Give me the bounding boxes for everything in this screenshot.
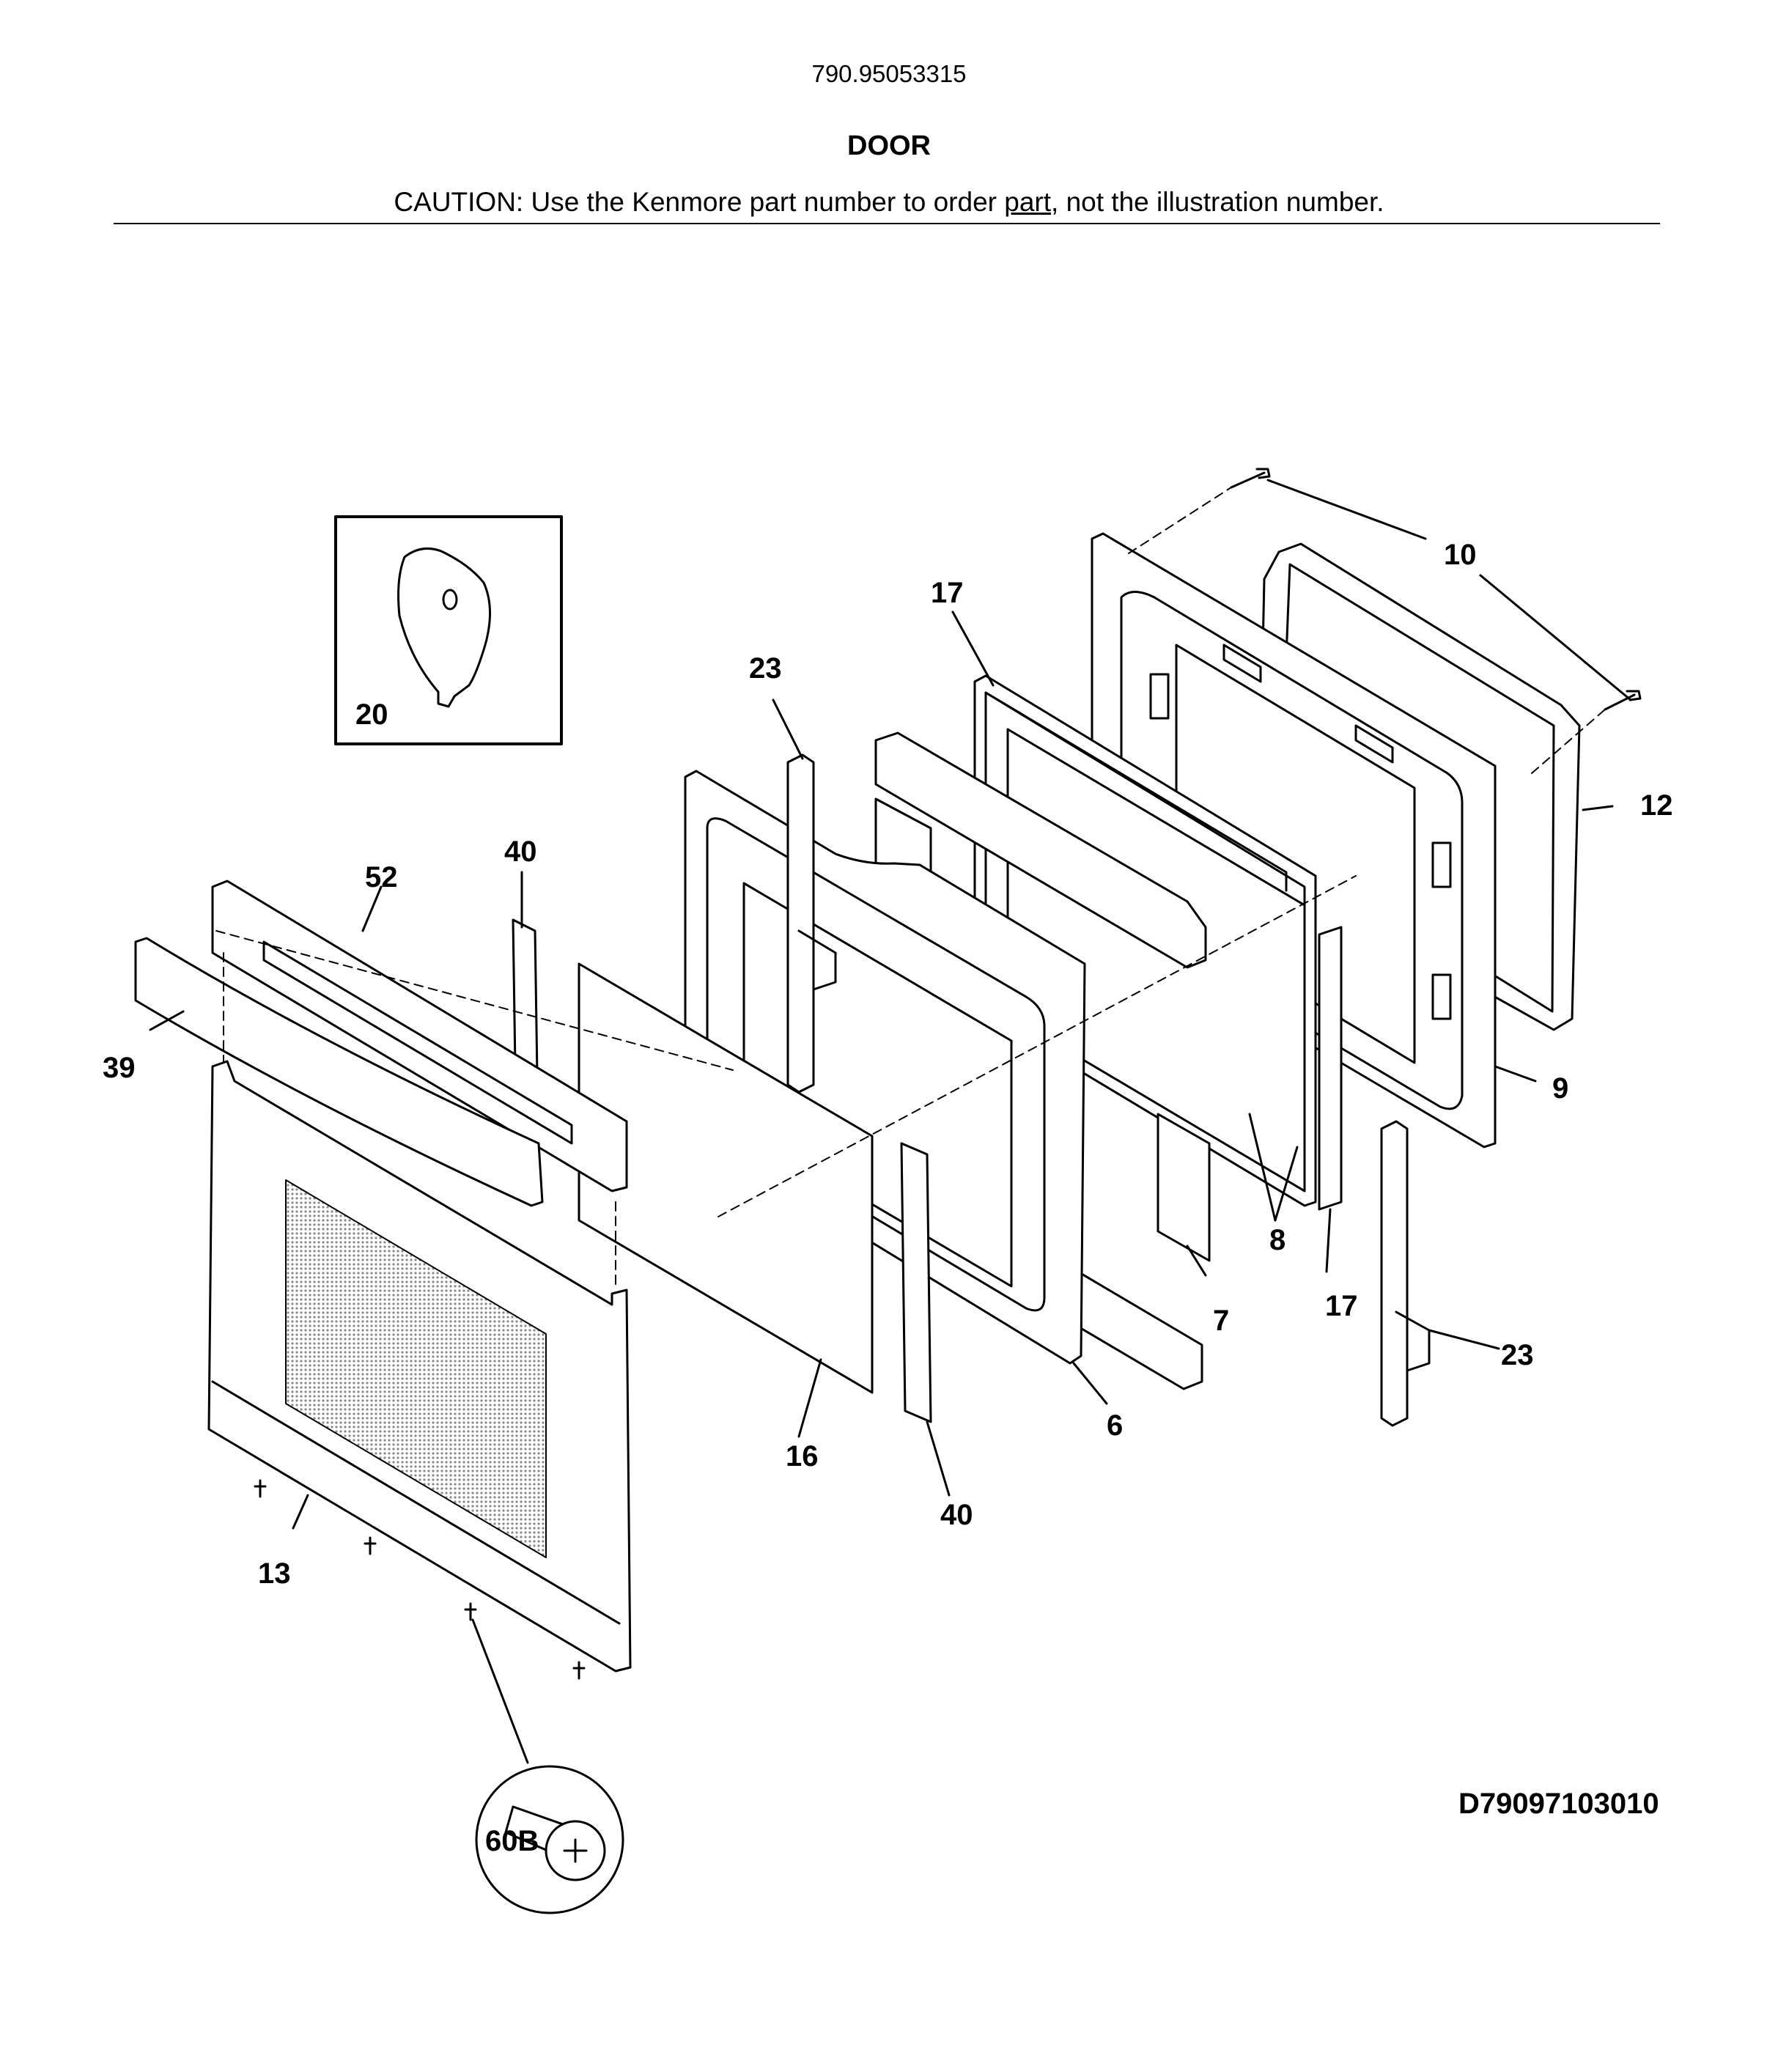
caution-text-end: , not the illustration number. [1051,187,1384,217]
callout-10: 10 [1444,539,1477,571]
part-17-glass-channel-bottom [1318,926,1343,1211]
callout-6: 6 [1107,1409,1123,1442]
model-number: 790.95053315 [811,60,967,87]
callout-17-top: 17 [931,577,964,609]
part-40-bracket-bottom [900,1142,932,1423]
callout-9: 9 [1552,1072,1568,1105]
callout-20: 20 [355,698,388,731]
caution-part-word: part [1004,187,1052,217]
callout-60b: 60B [485,1825,539,1857]
caution-note: CAUTION: Use the Kenmore part number to … [0,187,1778,218]
callout-40-top: 40 [504,836,537,868]
callout-17-bottom: 17 [1325,1290,1358,1322]
callout-40-bottom: 40 [940,1499,973,1531]
callout-52: 52 [365,861,398,893]
part-23-hinge-top [786,753,837,1094]
part-20-clip-inset [334,515,563,745]
part-13-screws [254,1479,586,1680]
callout-23-top: 23 [749,652,782,685]
part-10-screws [1230,468,1642,711]
callout-23-bottom: 23 [1501,1339,1534,1371]
document-number: D79097103010 [1458,1788,1659,1820]
part-39-handle [134,937,544,1207]
callout-16: 16 [786,1440,819,1472]
callout-13: 13 [258,1557,291,1590]
header-divider [114,223,1660,224]
callout-12: 12 [1640,789,1673,822]
part-60b-screw-detail [475,1765,624,1914]
callout-7: 7 [1213,1305,1229,1337]
callout-39: 39 [103,1052,136,1084]
assembly-guide-lines [215,487,1606,1291]
section-title: DOOR [847,130,931,161]
part-13-outer-door [207,1060,632,1673]
callout-8: 8 [1269,1224,1285,1256]
caution-text-start: CAUTION: Use the Kenmore part number to … [394,187,1005,217]
part-23-hinge-bottom [1380,1120,1431,1427]
callout-leaders [149,479,1632,1764]
